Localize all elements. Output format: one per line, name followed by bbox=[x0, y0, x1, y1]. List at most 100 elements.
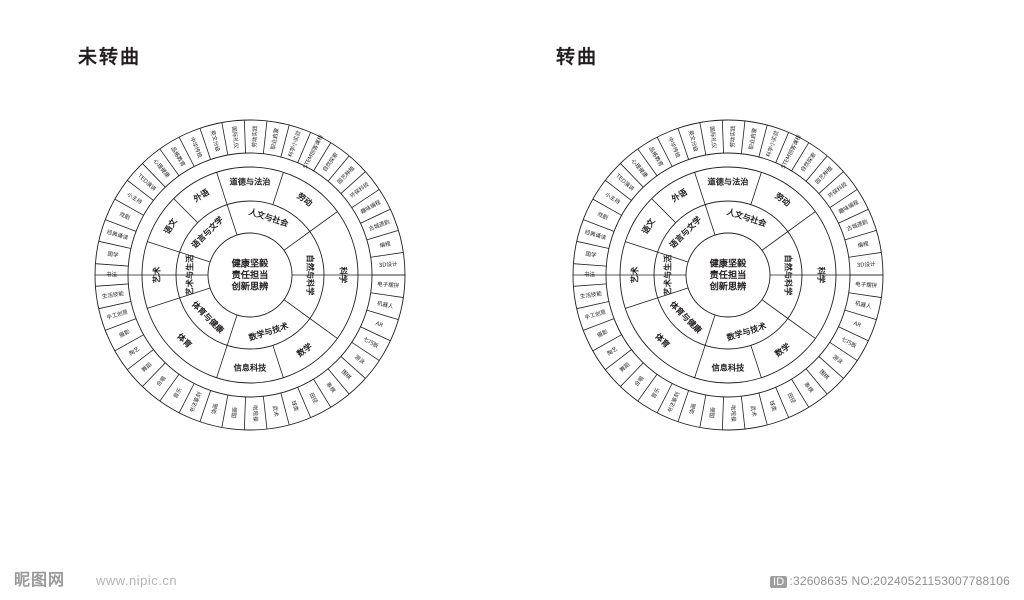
subject-separator bbox=[309, 211, 338, 232]
subject-separator bbox=[147, 241, 180, 253]
course-label: 书法篆刻 bbox=[665, 390, 681, 414]
subject-label: 语文 bbox=[162, 216, 180, 236]
course-separator bbox=[114, 198, 144, 216]
course-separator bbox=[838, 326, 869, 342]
subject-separator bbox=[173, 198, 198, 223]
subject-separator bbox=[651, 198, 676, 223]
course-label: 国画 bbox=[709, 407, 717, 419]
course-label: 七巧板 bbox=[840, 335, 859, 350]
course-label: 啦啦操 bbox=[729, 405, 738, 422]
course-label: 编程 bbox=[379, 239, 392, 249]
course-separator bbox=[818, 356, 844, 379]
course-separator bbox=[758, 392, 768, 426]
course-label: 书法 bbox=[584, 271, 596, 279]
course-separator bbox=[791, 142, 810, 172]
course-separator bbox=[805, 368, 828, 395]
course-label: 舞蹈 bbox=[140, 360, 154, 374]
course-separator bbox=[592, 198, 622, 216]
course-label: 手工创意 bbox=[106, 307, 130, 321]
asset-id: ID:32608635 NO:20240521153007788106 bbox=[770, 574, 1010, 588]
subject-separator bbox=[750, 172, 762, 205]
course-separator bbox=[576, 301, 610, 310]
course-label: 中华传统 bbox=[188, 136, 204, 160]
course-separator bbox=[360, 326, 391, 342]
domain-separator bbox=[283, 231, 311, 251]
course-separator bbox=[313, 378, 332, 408]
course-separator bbox=[583, 318, 615, 331]
course-separator bbox=[576, 240, 610, 249]
course-separator bbox=[805, 155, 828, 182]
course-separator bbox=[313, 142, 332, 172]
subject-separator bbox=[694, 345, 706, 378]
subject-label: 外语 bbox=[191, 186, 212, 204]
course-separator bbox=[721, 120, 724, 154]
course-separator bbox=[221, 122, 229, 156]
course-separator bbox=[178, 383, 195, 414]
subject-separator bbox=[625, 297, 658, 309]
course-label: 电子摆拼 bbox=[377, 280, 400, 290]
course-label: 国学 bbox=[585, 250, 598, 260]
course-label: 音乐 bbox=[649, 386, 662, 400]
course-separator bbox=[351, 341, 380, 361]
course-separator bbox=[573, 283, 607, 287]
course-label: 田径 bbox=[308, 391, 320, 405]
course-label: 国际礼仪 bbox=[230, 126, 240, 149]
domain-separator bbox=[226, 204, 238, 236]
course-label: 油画 bbox=[209, 403, 220, 416]
course-separator bbox=[620, 163, 644, 188]
course-label: 舞蹈 bbox=[618, 360, 632, 374]
course-separator bbox=[297, 387, 311, 418]
course-separator bbox=[95, 283, 129, 287]
curriculum-wheel-left: 语言与文学人文与社会自然与科学数学与技术体育与健康艺术与生活语文外语道德与法治劳… bbox=[90, 115, 410, 435]
course-label: 机器人 bbox=[854, 299, 872, 311]
course-label: 陶艺 bbox=[127, 344, 141, 357]
course-label: 合唱 bbox=[632, 374, 646, 388]
course-separator bbox=[370, 252, 404, 258]
course-separator bbox=[199, 390, 211, 422]
course-separator bbox=[637, 373, 658, 402]
course-separator bbox=[775, 387, 789, 418]
subject-separator bbox=[216, 172, 228, 205]
course-label: 游泳 bbox=[353, 353, 367, 366]
asset-id-prefix: ID bbox=[770, 576, 788, 588]
course-separator bbox=[740, 396, 746, 430]
course-label: STEM创客课程 bbox=[301, 133, 325, 170]
course-label: AR bbox=[375, 321, 384, 329]
course-label: 书法篆刻 bbox=[187, 390, 203, 414]
domain-separator bbox=[226, 314, 238, 346]
course-separator bbox=[366, 309, 399, 321]
subject-label: 信息科技 bbox=[712, 363, 746, 373]
course-separator bbox=[280, 124, 290, 158]
course-separator bbox=[366, 229, 399, 241]
course-label: 古城遗韵 bbox=[845, 217, 869, 233]
subject-label: 数学 bbox=[773, 341, 792, 359]
subject-separator bbox=[625, 241, 658, 253]
course-label: 球类 bbox=[290, 399, 301, 412]
course-separator bbox=[583, 219, 615, 232]
subject-separator bbox=[272, 172, 284, 205]
course-separator bbox=[637, 148, 658, 177]
course-label: 音乐 bbox=[171, 386, 184, 400]
course-label: 手工创意 bbox=[584, 307, 608, 321]
course-separator bbox=[199, 128, 211, 160]
subject-separator bbox=[787, 211, 816, 232]
course-separator bbox=[340, 171, 366, 194]
panel-title-left: 未转曲 bbox=[78, 46, 142, 68]
subject-label: 数学 bbox=[295, 341, 314, 359]
course-separator bbox=[829, 341, 858, 361]
course-separator bbox=[699, 394, 707, 428]
domain-separator bbox=[704, 204, 716, 236]
course-separator bbox=[592, 334, 622, 352]
course-separator bbox=[159, 148, 180, 177]
course-label: 经典诵读 bbox=[106, 228, 130, 242]
subject-label: 道德与法治 bbox=[230, 177, 271, 187]
course-label: 3D设计 bbox=[856, 260, 876, 269]
course-separator bbox=[297, 132, 311, 163]
course-separator bbox=[656, 383, 673, 414]
domain-separator bbox=[761, 299, 789, 319]
course-separator bbox=[114, 334, 144, 352]
course-separator bbox=[327, 368, 350, 395]
panel-title-right: 转曲 bbox=[556, 46, 599, 68]
subject-label: 劳动 bbox=[773, 190, 792, 208]
